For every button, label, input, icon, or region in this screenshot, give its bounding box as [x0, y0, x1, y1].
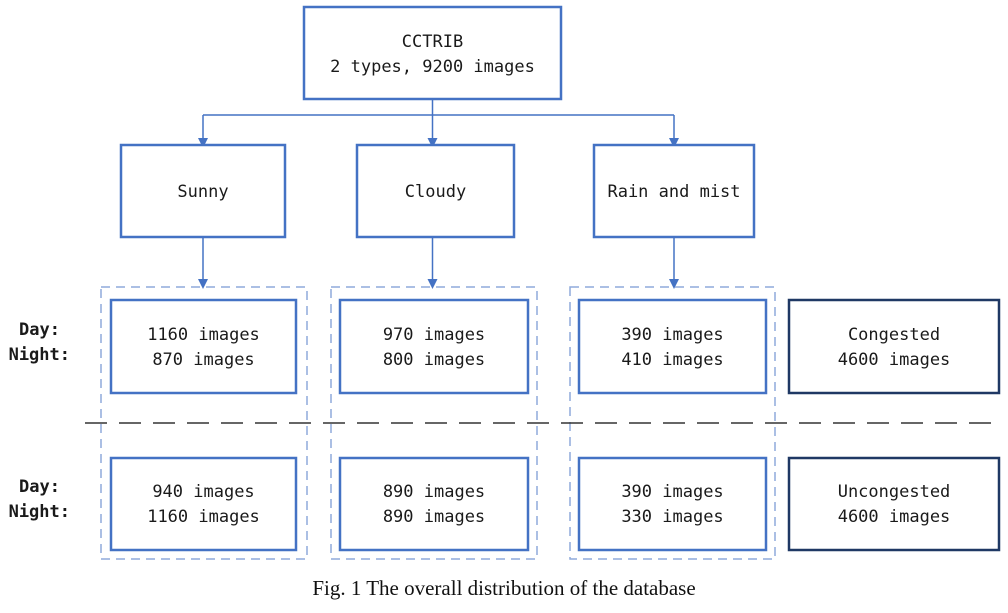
total-label: Congested [848, 325, 940, 345]
count-box-sunny-congested: 1160 images 870 images [109, 298, 298, 395]
night-count: 1160 images [147, 507, 260, 527]
weather-box [592, 143, 756, 239]
total-box-uncongested: Uncongested 4600 images [787, 456, 1001, 552]
total-count: 4600 images [838, 350, 951, 370]
night-count: 330 images [621, 507, 723, 527]
weather-box [355, 143, 516, 239]
day-count: 390 images [621, 325, 723, 345]
weather-node-sunny: Sunny [119, 143, 287, 239]
count-box-cloudy-congested: 970 images 800 images [338, 298, 530, 395]
day-label: Day: [19, 320, 60, 340]
night-count: 410 images [621, 350, 723, 370]
weather-label: Rain and mist [607, 182, 740, 202]
count-box-rain-uncongested: 390 images 330 images [577, 456, 768, 552]
weather-connectors [198, 237, 679, 289]
night-label: Night: [9, 345, 70, 365]
root-subtitle: 2 types, 9200 images [330, 57, 535, 77]
figure-caption: Fig. 1 The overall distribution of the d… [312, 576, 696, 600]
weather-label: Sunny [177, 182, 228, 202]
night-label: Night: [9, 502, 70, 522]
weather-node-cloudy: Cloudy [355, 143, 516, 239]
weather-label: Cloudy [405, 182, 466, 202]
day-count: 890 images [383, 482, 485, 502]
root-box [302, 5, 563, 101]
day-label: Day: [19, 477, 60, 497]
count-box-sunny-uncongested: 940 images 1160 images [109, 456, 298, 552]
day-count: 390 images [621, 482, 723, 502]
total-label: Uncongested [838, 482, 951, 502]
count-box-rain-congested: 390 images 410 images [577, 298, 768, 395]
root-node: CCTRIB 2 types, 9200 images [302, 5, 563, 101]
day-count: 1160 images [147, 325, 260, 345]
day-count: 940 images [152, 482, 254, 502]
row-labels-congested: Day: Night: [9, 320, 70, 365]
weather-node-rain: Rain and mist [592, 143, 756, 239]
weather-box [119, 143, 287, 239]
day-count: 970 images [383, 325, 485, 345]
total-box-congested: Congested 4600 images [787, 298, 1001, 395]
night-count: 870 images [152, 350, 254, 370]
count-box-cloudy-uncongested: 890 images 890 images [338, 456, 530, 552]
night-count: 890 images [383, 507, 485, 527]
root-title: CCTRIB [402, 32, 463, 52]
root-connectors [198, 99, 679, 148]
total-count: 4600 images [838, 507, 951, 527]
row-labels-uncongested: Day: Night: [9, 477, 70, 522]
night-count: 800 images [383, 350, 485, 370]
